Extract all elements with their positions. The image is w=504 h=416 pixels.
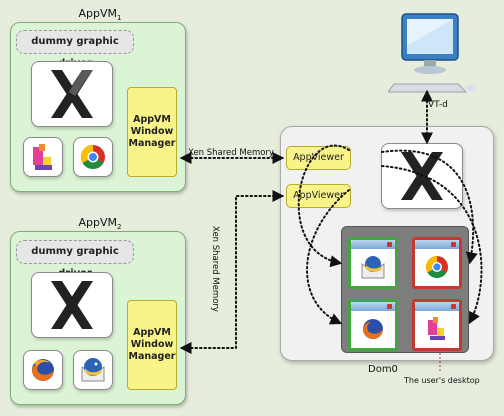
x-to-office [381, 165, 483, 325]
appviewer-1: AppViewer [286, 146, 351, 170]
appviewer-2: AppViewer [286, 184, 351, 208]
appvm2-manager-line3: Manager [128, 351, 176, 362]
appvm2-manager-line2: Window [130, 339, 174, 350]
x-to-chrome [381, 149, 478, 265]
desktop-window-firefox [348, 299, 398, 351]
desktop-window-thunderbird [348, 237, 398, 289]
appvm1-manager-line3: Manager [128, 138, 176, 149]
appvm2-title-text: AppVM [78, 216, 118, 229]
viewer2-to-firefox [306, 189, 350, 325]
viewer1-to-thunderbird [297, 144, 350, 268]
appvm1-manager-line1: AppVM [133, 114, 171, 125]
appvm1-office-app-icon [23, 137, 63, 177]
shared-memory-arrow-2 [179, 190, 285, 354]
appvm1-x-server-icon [31, 61, 113, 127]
dom0-label: Dom0 [368, 364, 398, 375]
appvm2-x-server-icon [31, 272, 113, 338]
users-desktop-area [341, 226, 469, 353]
appvm2-thunderbird-icon [73, 350, 113, 390]
appvm1-title-text: AppVM [78, 7, 118, 20]
appvm2-title-subscript: 2 [117, 223, 122, 232]
users-desktop-label: The user's desktop [404, 376, 480, 385]
appvm2-title: AppVM2 [70, 216, 130, 231]
vtd-label: VT-d [428, 100, 448, 110]
computer-icon [387, 10, 478, 96]
desktop-window-chrome [412, 237, 462, 289]
appvm1-title: AppVM1 [70, 7, 130, 22]
appvm2-manager-line1: AppVM [133, 327, 171, 338]
appvm1-manager-line2: Window [130, 126, 174, 137]
desktop-window-office [412, 299, 462, 351]
appvm1-title-subscript: 1 [117, 14, 122, 23]
appvm1-chrome-icon [73, 137, 113, 177]
dom0-box: AppViewer AppViewer [280, 126, 494, 361]
appvm2-firefox-icon [23, 350, 63, 390]
